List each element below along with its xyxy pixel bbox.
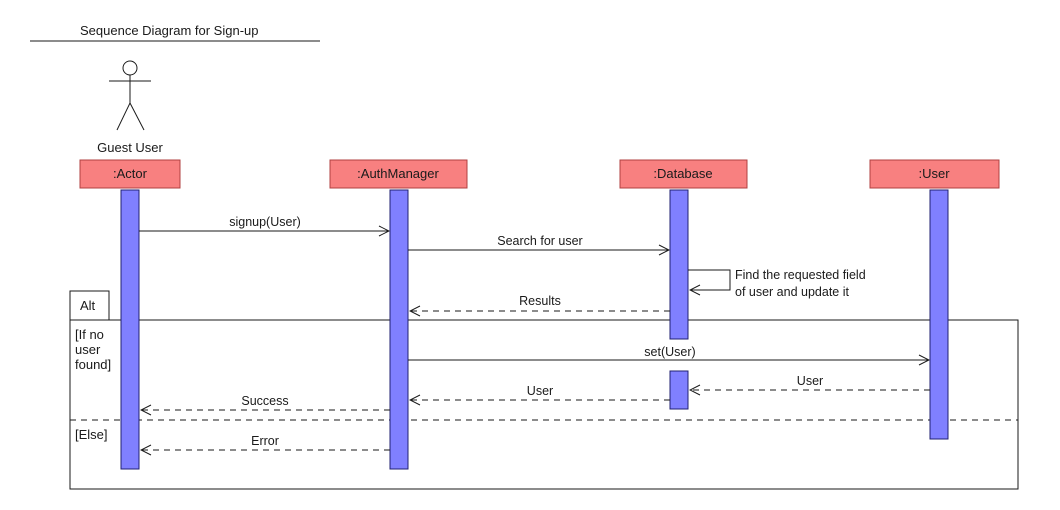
message-self-update[interactable]: Find the requested field of user and upd… bbox=[688, 268, 866, 299]
alt-operator-box bbox=[69, 290, 110, 321]
activation-actor bbox=[120, 189, 140, 470]
diagram-title: Sequence Diagram for Sign-up bbox=[80, 23, 259, 38]
message-signup[interactable]: signup(User) bbox=[139, 215, 389, 231]
self-note-line1: Find the requested field bbox=[735, 268, 866, 282]
message-signup-label: signup(User) bbox=[229, 215, 301, 229]
activation-authmanager bbox=[389, 189, 409, 470]
message-results-label: Results bbox=[519, 294, 561, 308]
message-search[interactable]: Search for user bbox=[408, 234, 669, 250]
alt-fragment[interactable] bbox=[69, 319, 1019, 490]
activation-database-2 bbox=[669, 370, 689, 410]
alt-guard-line3: found] bbox=[75, 357, 111, 372]
message-user-return-db-label: User bbox=[797, 374, 823, 388]
message-error-label: Error bbox=[251, 434, 279, 448]
lifeline-database[interactable]: :Database bbox=[619, 159, 748, 189]
message-set-user[interactable]: set(User) bbox=[408, 345, 929, 360]
lifeline-user[interactable]: :User bbox=[869, 159, 1000, 189]
lifeline-label-database: :Database bbox=[653, 166, 712, 181]
self-note-line2: of user and update it bbox=[735, 285, 849, 299]
lifeline-authmanager[interactable]: :AuthManager bbox=[329, 159, 468, 189]
message-results[interactable]: Results bbox=[410, 294, 670, 311]
lifeline-label-user: :User bbox=[918, 166, 950, 181]
lifeline-head-user[interactable] bbox=[869, 159, 1000, 189]
guest-user-icon bbox=[109, 60, 151, 131]
lifeline-label-authmanager: :AuthManager bbox=[357, 166, 439, 181]
lifeline-head-database[interactable] bbox=[619, 159, 748, 189]
message-success[interactable]: Success bbox=[141, 394, 390, 410]
alt-guard-else: [Else] bbox=[75, 427, 108, 442]
lifeline-head-authmanager[interactable] bbox=[329, 159, 468, 189]
message-set-user-label: set(User) bbox=[644, 345, 695, 359]
activation-database-1 bbox=[669, 189, 689, 340]
message-user-return-auth-label: User bbox=[527, 384, 553, 398]
message-user-return-auth[interactable]: User bbox=[410, 384, 670, 400]
message-success-label: Success bbox=[241, 394, 288, 408]
lifeline-label-actor: :Actor bbox=[113, 166, 148, 181]
message-user-return-db[interactable]: User bbox=[690, 374, 930, 390]
alt-operator-label: Alt bbox=[80, 298, 96, 313]
alt-guard-line2: user bbox=[75, 342, 101, 357]
lifeline-actor[interactable]: :Actor bbox=[79, 159, 181, 189]
alt-guard-line1: [If no bbox=[75, 327, 104, 342]
actor-caption: Guest User bbox=[97, 140, 163, 155]
message-error[interactable]: Error bbox=[141, 434, 390, 450]
message-search-label: Search for user bbox=[497, 234, 582, 248]
lifeline-head-actor[interactable] bbox=[79, 159, 181, 189]
activation-user bbox=[929, 189, 949, 440]
